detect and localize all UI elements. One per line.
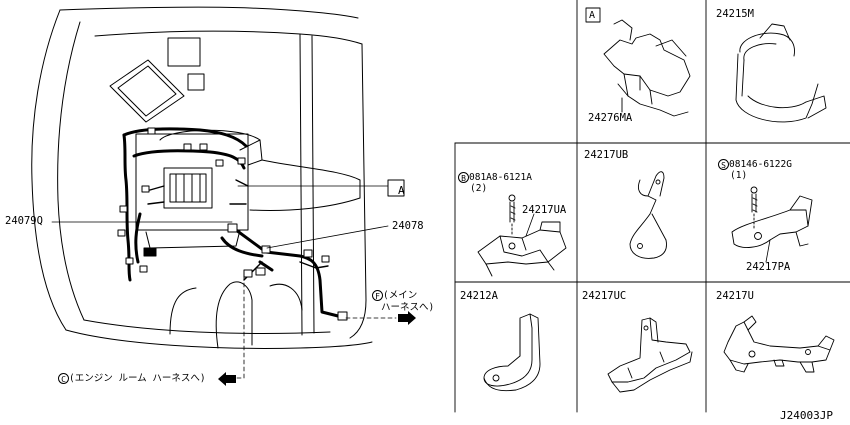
ref-f-line1: F(メイン <box>372 290 417 301</box>
part-label-24217UC: 24217UC <box>582 290 627 302</box>
part-label-24079Q: 24079Q <box>5 215 43 227</box>
part-24276MA-drawing <box>585 7 691 117</box>
callout-box-a <box>387 179 405 197</box>
circled-c-marker: C <box>58 373 69 384</box>
parts-grid <box>454 0 850 413</box>
part-label-24217PA: 24217PA <box>746 261 791 273</box>
vehicle-body-outline <box>31 6 373 349</box>
circled-s-marker: S <box>718 159 729 170</box>
part-24217UA-drawing <box>477 194 567 277</box>
leader-lines <box>51 185 389 249</box>
wire-harness <box>122 127 340 318</box>
part-24217PA-drawing <box>731 186 813 248</box>
ref-f-line2: ハーネスへ) <box>381 302 435 313</box>
part-label-24276MA: 24276MA <box>588 112 633 124</box>
ref-c-text: (エンジン ルーム ハーネスへ) <box>69 373 206 384</box>
part-24212A-drawing <box>483 313 541 392</box>
ref-c-label: C(エンジン ルーム ハーネスへ) <box>58 373 206 384</box>
connectors <box>117 127 348 321</box>
part-24217UB-drawing <box>629 171 667 259</box>
bolt-b-number: 081A8-6121A <box>469 172 532 183</box>
bolt-s-number: 08146-6122G <box>729 159 792 170</box>
part-24215M-drawing <box>735 23 827 123</box>
bolt-b-quantity: (2) <box>470 183 488 194</box>
grid-leader-lines <box>525 213 771 263</box>
part-24217U-drawing <box>723 315 835 373</box>
part-label-24217UB: 24217UB <box>584 149 629 161</box>
cell-a-letter: A <box>589 10 596 21</box>
part-label-24212A: 24212A <box>460 290 498 302</box>
part-label-24217U: 24217U <box>716 290 754 302</box>
callout-a-letter: A <box>398 184 405 197</box>
bolt-s-quantity: (1) <box>730 170 748 181</box>
ref-f-text-1: (メイン <box>383 290 418 301</box>
circled-b-marker: B <box>458 172 469 183</box>
arrow-icons <box>218 311 416 386</box>
part-label-24215M: 24215M <box>716 8 754 20</box>
part-label-24078: 24078 <box>392 220 424 232</box>
part-label-24217UA: 24217UA <box>522 204 567 216</box>
arrow-right-icon <box>398 311 416 325</box>
arrow-left-icon <box>218 372 236 386</box>
part-24217UC-drawing <box>607 317 693 393</box>
dashed-leaders <box>229 275 397 379</box>
drawing-code: J24003JP <box>780 409 833 422</box>
circled-f-marker: F <box>372 290 383 301</box>
